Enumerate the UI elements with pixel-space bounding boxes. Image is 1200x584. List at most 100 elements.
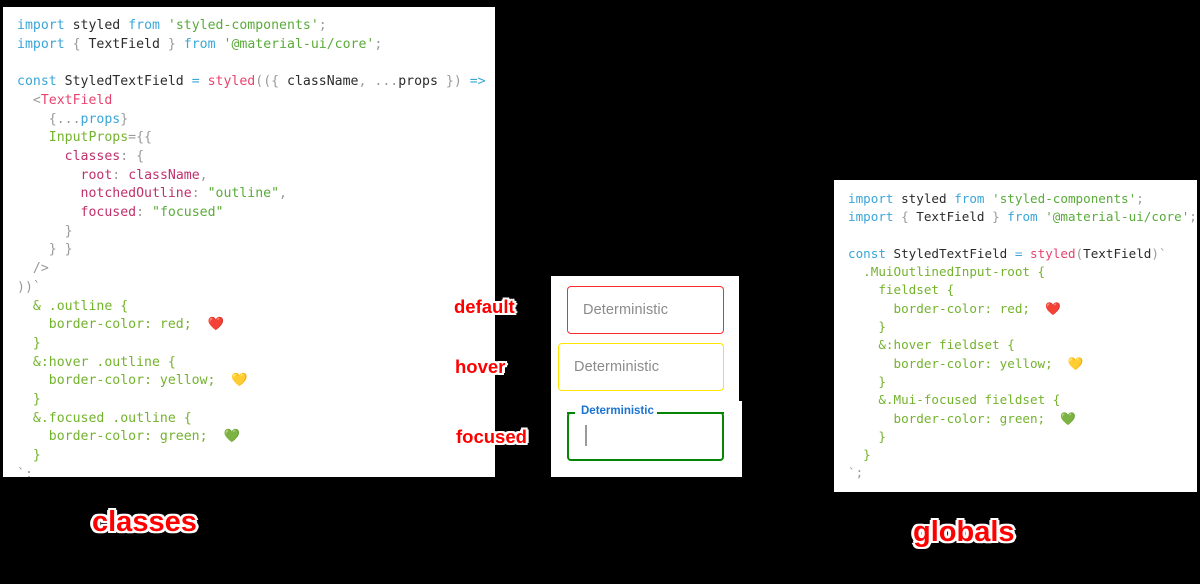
code-token: border-color: red; xyxy=(893,300,1030,316)
code-token: } xyxy=(17,392,41,408)
code-token: } } xyxy=(17,242,73,258)
code-token: } xyxy=(17,335,41,351)
demo-panel-upper: Deterministic Deterministic xyxy=(551,276,739,401)
code-token: : xyxy=(191,186,208,202)
code-line: &:hover .outline { xyxy=(17,354,495,373)
code-token xyxy=(894,209,902,224)
code-token: ( xyxy=(494,74,495,89)
code-line: } xyxy=(17,223,495,242)
code-token xyxy=(200,74,208,89)
code-token xyxy=(848,337,878,352)
code-line: `; xyxy=(17,466,495,477)
annotation-focused: focused xyxy=(456,426,527,447)
code-token: ; xyxy=(374,36,383,52)
code-line: import { TextField } from '@material-ui/… xyxy=(848,208,1197,226)
code-line: border-color: red; ❤️ xyxy=(848,300,1197,318)
code-token: /> xyxy=(17,261,49,277)
code-token xyxy=(65,37,73,52)
code-token: = xyxy=(191,74,200,90)
code-token xyxy=(894,191,902,206)
code-line: <TextField xyxy=(17,92,495,111)
code-token: , xyxy=(199,167,208,183)
code-line: & .outline { xyxy=(17,298,495,317)
code-token: import xyxy=(848,209,894,225)
code-token: className xyxy=(128,167,200,183)
textfield-focused-floating-label: Deterministic xyxy=(578,405,657,417)
code-line: &.focused .outline { xyxy=(17,410,495,429)
code-token xyxy=(17,93,33,108)
code-line: border-color: green; 💚 xyxy=(17,428,495,447)
code-token xyxy=(886,246,894,261)
code-token: `; xyxy=(848,465,864,481)
code-token: & .outline { xyxy=(32,298,129,314)
textfield-default-label: Deterministic xyxy=(583,302,669,318)
code-token xyxy=(17,429,49,444)
code-token: border-color: green; xyxy=(893,410,1046,426)
code-token: const xyxy=(848,245,886,261)
code-token: = xyxy=(1014,245,1023,261)
code-token xyxy=(848,356,894,371)
code-token: : xyxy=(112,167,129,183)
code-token: { xyxy=(901,209,917,225)
code-token xyxy=(17,205,81,220)
code-token xyxy=(462,74,470,89)
code-token: 'styled-components' xyxy=(167,18,319,33)
textfield-focused[interactable]: Deterministic xyxy=(567,405,724,461)
heart-icon: 💛 xyxy=(1052,355,1084,371)
code-token: StyledTextField xyxy=(893,245,1008,261)
heart-icon: 💚 xyxy=(1045,410,1077,426)
heart-icon: ❤️ xyxy=(191,317,224,333)
code-token: } xyxy=(848,319,886,335)
code-token: } xyxy=(17,223,73,239)
code-token: InputProps xyxy=(48,130,129,146)
code-token: StyledTextField xyxy=(64,74,184,90)
code-token: props xyxy=(80,111,121,127)
code-token xyxy=(17,149,65,164)
code-token: : { xyxy=(120,148,145,164)
code-token: } xyxy=(848,428,886,444)
code-token: &.Mui-focused fieldset { xyxy=(878,392,1061,408)
code-token: &:hover fieldset { xyxy=(878,337,1015,353)
textfield-default[interactable]: Deterministic xyxy=(567,286,724,334)
code-token: styled xyxy=(72,18,121,33)
code-line: } xyxy=(848,446,1197,464)
code-panel-globals: import styled from 'styled-components';i… xyxy=(834,180,1197,492)
code-token: fieldset { xyxy=(878,282,955,298)
heart-icon: 💛 xyxy=(215,373,248,389)
code-token: border-color: yellow; xyxy=(48,373,216,389)
code-token: styled xyxy=(901,191,947,206)
code-line xyxy=(17,54,495,73)
code-token xyxy=(184,74,192,89)
code-line: root: className, xyxy=(17,167,495,186)
code-line: } xyxy=(848,428,1197,446)
code-line: border-color: yellow; 💛 xyxy=(17,372,495,391)
code-token: const xyxy=(17,74,57,90)
code-token xyxy=(848,411,894,426)
code-token: } xyxy=(159,36,176,52)
code-token: }) xyxy=(437,74,462,90)
heart-icon: ❤️ xyxy=(1029,300,1061,316)
code-line: `; xyxy=(848,464,1197,482)
annotation-default: default xyxy=(454,296,515,317)
code-token: focused xyxy=(80,205,137,221)
code-line: InputProps={{ xyxy=(17,129,495,148)
code-token: : xyxy=(136,205,152,221)
code-token: )` xyxy=(1151,245,1167,261)
code-token: {... xyxy=(48,111,81,127)
code-line: .MuiOutlinedInput-root { xyxy=(848,263,1197,281)
code-token: "focused" xyxy=(152,205,224,221)
code-panel-classes: import styled from 'styled-components';i… xyxy=(3,7,495,477)
code-token xyxy=(17,411,33,426)
code-token xyxy=(17,317,49,332)
code-token: ))` xyxy=(17,279,41,295)
caption-globals: globals xyxy=(913,516,1015,548)
code-line: border-color: red; ❤️ xyxy=(17,316,495,335)
code-token: ; xyxy=(318,18,327,33)
code-token: `; xyxy=(17,466,33,477)
code-token: } xyxy=(120,111,129,127)
code-token xyxy=(17,130,49,145)
annotation-hover: hover xyxy=(455,356,506,377)
textfield-hover[interactable]: Deterministic xyxy=(558,343,724,391)
code-line xyxy=(848,227,1197,245)
code-token: import xyxy=(17,36,65,52)
